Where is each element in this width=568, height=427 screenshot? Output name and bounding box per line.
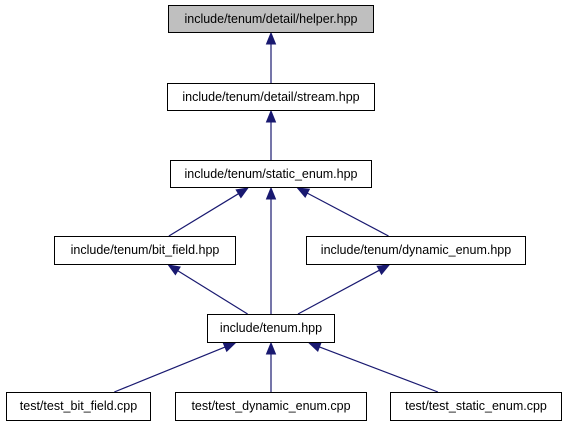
edge-tenum-to-bit_field <box>177 270 248 315</box>
node-dynamic-enum-hpp[interactable]: include/tenum/dynamic_enum.hpp <box>306 236 526 265</box>
edge-test_bit_field-to-tenum <box>114 346 226 393</box>
edge-bit_field-to-static_enum <box>168 193 239 237</box>
edge-test_static_enum-to-tenum <box>319 346 439 393</box>
node-test-bit-field-cpp[interactable]: test/test_bit_field.cpp <box>6 392 151 421</box>
arrowhead-icon <box>265 109 277 123</box>
edge-dynamic_enum-to-static_enum <box>307 192 389 237</box>
node-tenum-hpp[interactable]: include/tenum.hpp <box>207 314 335 343</box>
node-test-dynamic-enum-cpp[interactable]: test/test_dynamic_enum.cpp <box>175 392 367 421</box>
node-bit-field-hpp[interactable]: include/tenum/bit_field.hpp <box>54 236 236 265</box>
edge-tenum-to-dynamic_enum <box>297 269 380 315</box>
arrowhead-icon <box>307 342 322 352</box>
arrowhead-icon <box>265 31 277 45</box>
node-test-static-enum-cpp[interactable]: test/test_static_enum.cpp <box>390 392 562 421</box>
arrowhead-icon <box>235 187 250 199</box>
arrowhead-icon <box>296 187 311 198</box>
node-stream-hpp[interactable]: include/tenum/detail/stream.hpp <box>167 83 375 111</box>
arrowhead-icon <box>265 341 277 355</box>
arrowhead-icon <box>376 264 391 276</box>
node-helper-hpp[interactable]: include/tenum/detail/helper.hpp <box>168 5 374 33</box>
arrowhead-icon <box>222 342 237 353</box>
node-static-enum-hpp[interactable]: include/tenum/static_enum.hpp <box>170 160 372 188</box>
arrowhead-icon <box>167 264 181 276</box>
arrowhead-icon <box>265 186 277 200</box>
